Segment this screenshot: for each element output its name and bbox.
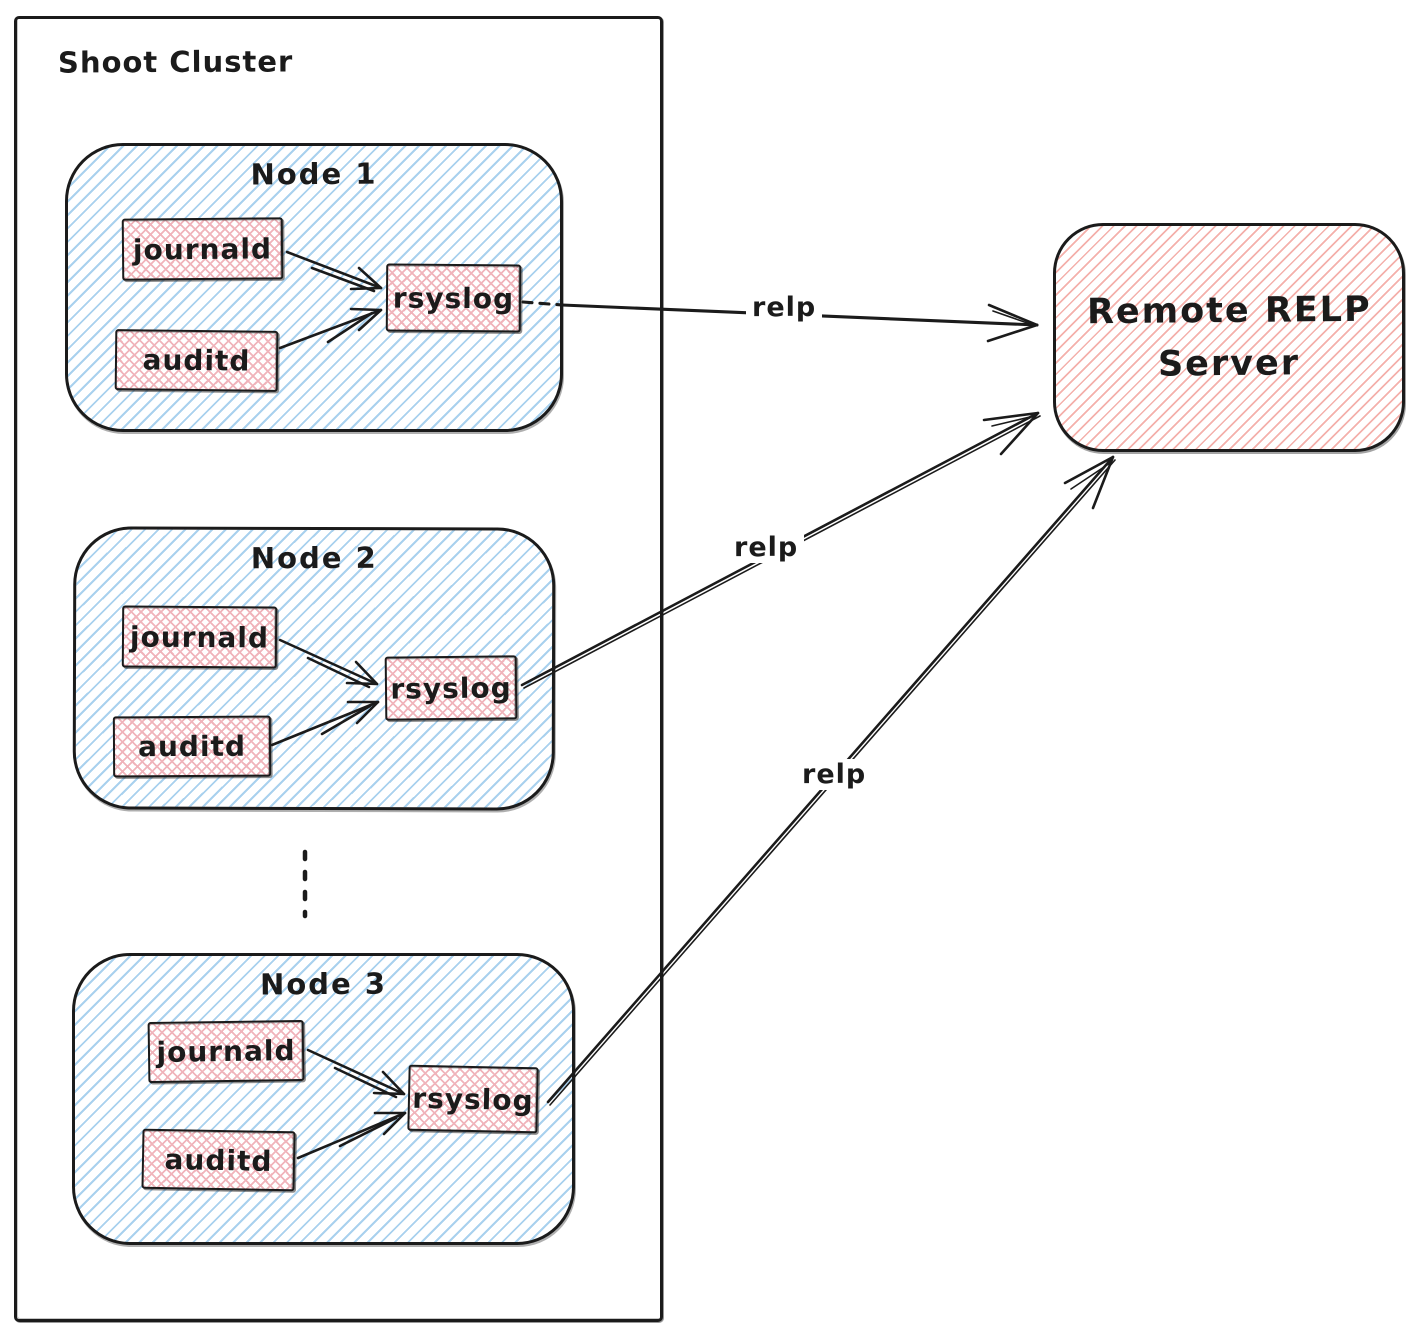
node-2-rsyslog-box: rsyslog [384, 655, 518, 721]
node-3-journald-box: journald [147, 1019, 305, 1084]
node-3-box: Node 3 [72, 953, 575, 1245]
node-3-auditd-box: auditd [141, 1128, 296, 1192]
node-2-label: Node 2 [250, 540, 378, 576]
server-label-line1: Remote RELP [1086, 289, 1372, 333]
node-1-rsyslog-box: rsyslog [385, 263, 522, 333]
shoot-cluster-label: Shoot Cluster [57, 44, 294, 80]
node-1-journald-box: journald [121, 217, 284, 281]
node-1-label: Node 1 [250, 156, 378, 192]
node-3-rsyslog-box: rsyslog [407, 1064, 539, 1134]
node-2-journald-box: journald [121, 605, 278, 669]
remote-relp-server-box: Remote RELP Server [1053, 223, 1405, 452]
node-2-auditd-box: auditd [112, 715, 272, 778]
relp-label-2: relp [728, 532, 805, 563]
node-3-label: Node 3 [259, 966, 388, 1002]
node-1-auditd-box: auditd [114, 329, 279, 392]
relp-label-1: relp [746, 292, 823, 323]
relp-label-3: relp [796, 759, 873, 790]
server-label-line2: Server [1157, 342, 1301, 385]
